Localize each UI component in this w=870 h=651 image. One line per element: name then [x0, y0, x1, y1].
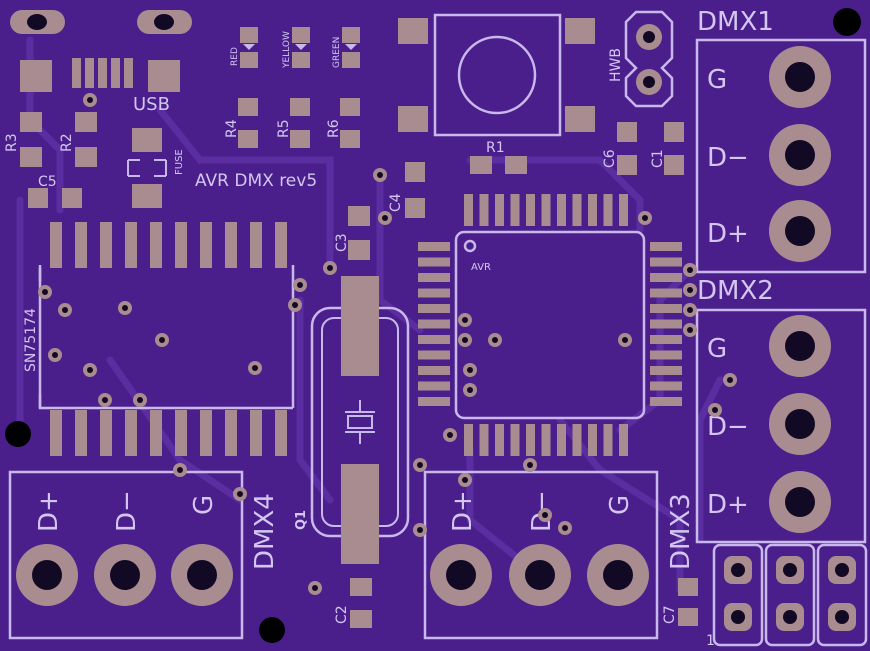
mount-hole-left: [5, 421, 31, 447]
capacitor-c6: [617, 122, 637, 175]
crystal-q1: [310, 276, 410, 564]
c4-label: C4: [388, 193, 404, 212]
mount-hole-top-right: [833, 8, 861, 36]
resistor-r6: [340, 98, 360, 148]
sn75174-label: SN75174: [23, 308, 39, 372]
led-yellow-label: YELLOW: [282, 31, 292, 69]
fuse: [127, 128, 167, 208]
dmx3-pin-dplus: D+: [448, 490, 478, 532]
led-green-label: GREEN: [332, 37, 342, 68]
capacitor-c3: [348, 206, 370, 260]
dmx4-pin-dplus: D+: [34, 490, 64, 532]
hwb-jumper: [624, 10, 674, 108]
c6-label: C6: [602, 149, 618, 168]
r4-label: R4: [224, 119, 240, 138]
capacitor-c7: [678, 578, 698, 626]
dmx2-connector: [695, 308, 867, 544]
c7-label: C7: [662, 605, 678, 624]
capacitor-c5: [28, 188, 82, 208]
r6-label: R6: [326, 119, 342, 138]
resistor-r1: [470, 156, 527, 174]
avr-chip: [418, 194, 682, 456]
vias: [38, 93, 737, 595]
led-red-label: RED: [230, 47, 240, 66]
board-title: AVR DMX rev5: [195, 171, 317, 191]
resistor-r3: [20, 112, 42, 167]
sn75174-chip: [38, 222, 295, 456]
c3-label: C3: [334, 233, 350, 252]
dmx4-label: DMX4: [250, 493, 280, 570]
usb-mount-holes: [10, 10, 192, 34]
dmx1-pin-g: G: [707, 65, 727, 95]
dmx1-label: DMX1: [697, 7, 774, 37]
capacitor-c1: [664, 122, 684, 175]
pin1-label: 1: [706, 633, 715, 649]
usb-label: USB: [133, 94, 170, 115]
capacitor-c2: [350, 578, 372, 628]
mount-hole-bottom: [259, 617, 285, 643]
dmx2-pin-dplus: D+: [707, 490, 749, 520]
dmx2-pin-g: G: [707, 334, 727, 364]
r2-label: R2: [59, 133, 75, 152]
avr-label: AVR: [471, 262, 491, 273]
led-red: [240, 27, 258, 68]
resistor-r4: [238, 98, 258, 148]
dmx1-connector: [695, 38, 867, 274]
dmx4-pin-g: G: [189, 495, 219, 515]
hwb-label: HWB: [608, 48, 624, 82]
dmx3-connector: [423, 470, 659, 640]
led-green: [342, 27, 360, 68]
usb-connector: [20, 58, 180, 92]
c2-label: C2: [334, 605, 350, 624]
r5-label: R5: [276, 119, 292, 138]
dmx2-pin-dminus: D−: [707, 412, 749, 442]
c1-label: C1: [650, 149, 666, 168]
fuse-label: FUSE: [174, 149, 185, 175]
dmx3-label: DMX3: [666, 493, 696, 570]
dmx2-label: DMX2: [697, 276, 774, 306]
r3-label: R3: [4, 133, 20, 152]
dmx3-pin-g: G: [605, 495, 635, 515]
capacitor-c4: [405, 162, 425, 218]
dmx4-pin-dminus: D−: [112, 490, 142, 532]
resistor-r2: [75, 112, 97, 167]
dmx1-pin-dplus: D+: [707, 219, 749, 249]
q1-label: Q1: [294, 510, 309, 530]
isp-header: [712, 543, 868, 647]
c5-label: C5: [38, 174, 57, 190]
dmx4-connector: [8, 470, 244, 640]
dmx1-pin-dminus: D−: [707, 143, 749, 173]
resistor-r5: [290, 98, 310, 148]
r1-label: R1: [486, 140, 505, 156]
led-yellow: [292, 27, 310, 68]
reset-button: [398, 13, 595, 137]
